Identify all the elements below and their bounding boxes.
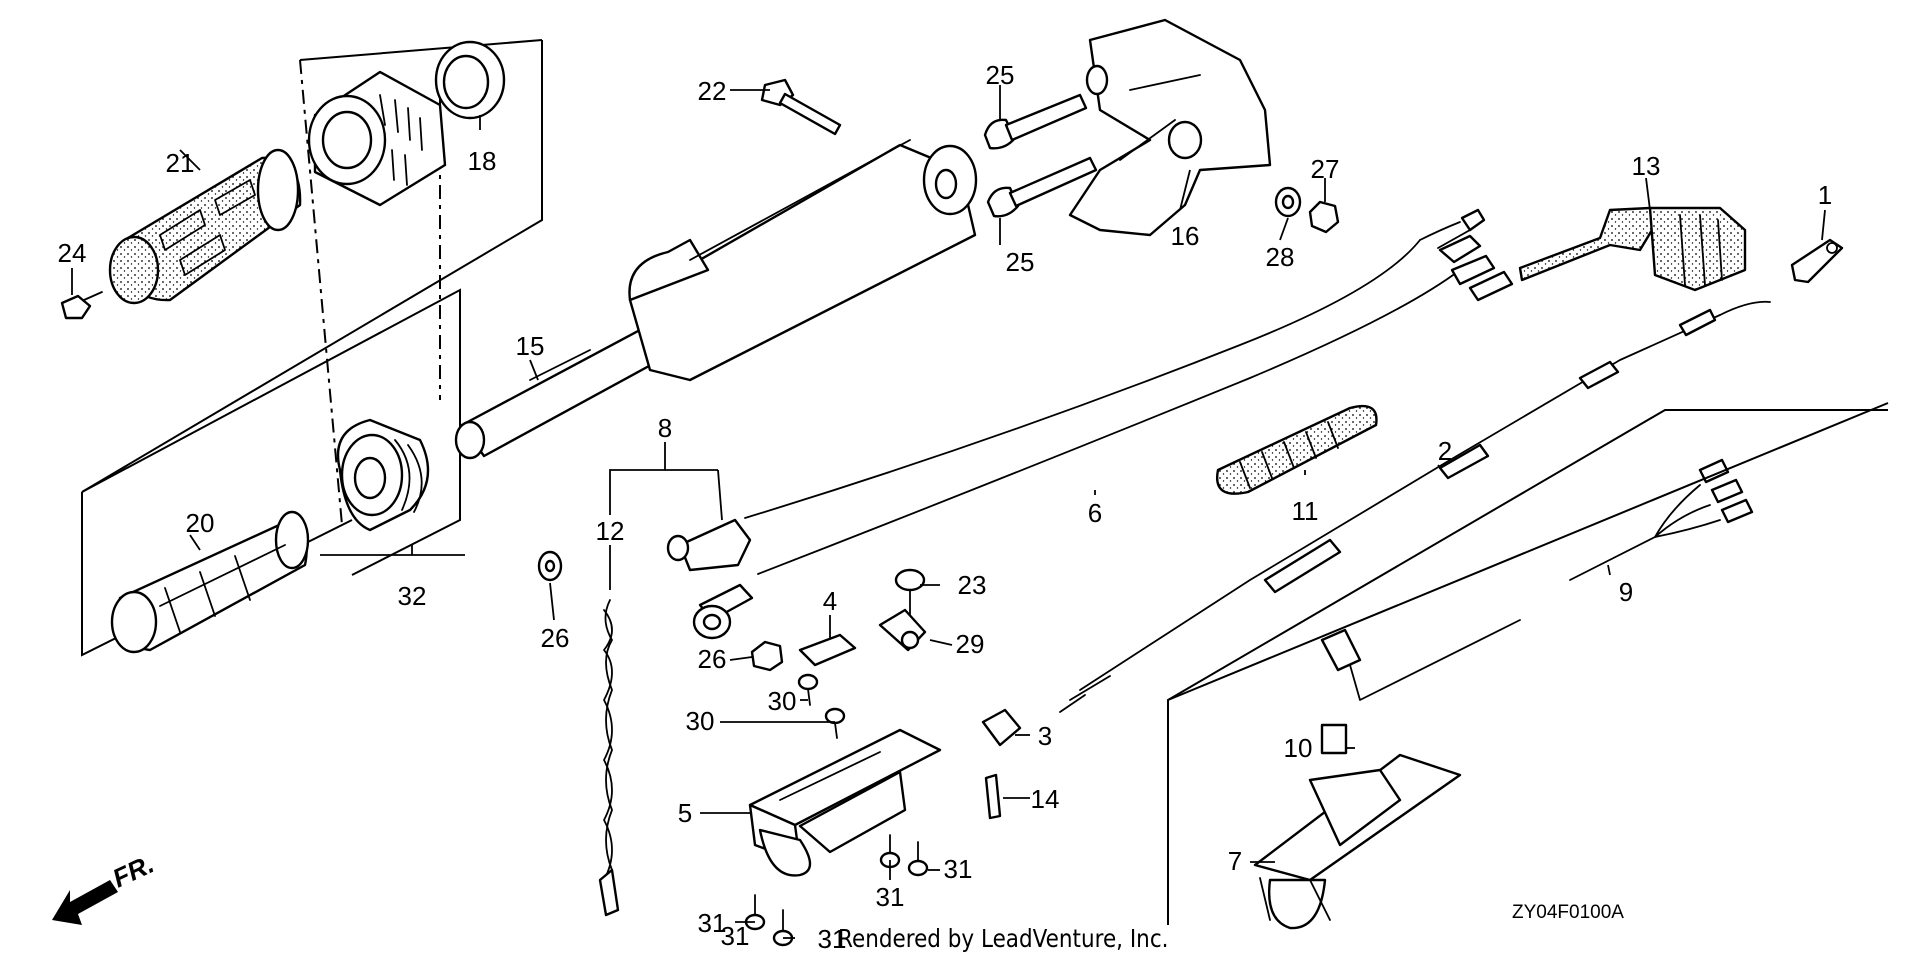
part-20-grip: [110, 510, 310, 654]
callout-30-upper: 30: [768, 686, 797, 716]
part-11-sleeve: [1215, 404, 1378, 495]
part-28-washer: [1274, 186, 1302, 218]
part-4-plate: [798, 633, 857, 667]
throttle-housing-sleeve: [307, 70, 447, 207]
callout-15: 15: [516, 331, 545, 361]
callout-29: 29: [956, 629, 985, 659]
callout-8: 8: [658, 413, 672, 443]
part-10-switch: [1320, 619, 1521, 755]
callout-11: 11: [1292, 496, 1319, 526]
part-16-bracket: [1068, 18, 1272, 237]
part-26-nut: [750, 640, 784, 672]
callout-7: 7: [1228, 846, 1242, 876]
leader-lines: [71, 85, 1826, 939]
callout-13: 13: [1632, 151, 1661, 181]
callout-26-left: 26: [541, 623, 570, 653]
callout-9: 9: [1619, 577, 1633, 607]
callout-1: 1: [1818, 180, 1832, 210]
callout-18: 18: [468, 146, 497, 176]
callout-4: 4: [823, 586, 837, 616]
direction-marker-label: FR.: [108, 849, 159, 894]
part-3-end: [981, 708, 1022, 747]
part-14-pin: [984, 773, 1002, 820]
diagram-code: ZY04F0100A: [1512, 902, 1624, 923]
part-13-boot: [1518, 206, 1747, 292]
callout-22: 22: [698, 76, 727, 106]
part-23-screw: [894, 568, 926, 616]
callout-25-bottom: 25: [1006, 247, 1035, 277]
callout-26-right: 26: [698, 644, 727, 674]
part-21-grip: [108, 148, 302, 305]
tiller-body: [628, 139, 978, 382]
part-12-lanyard: [598, 599, 620, 917]
part-2-cable: [1059, 300, 1771, 713]
callout-10: 10: [1284, 733, 1313, 763]
part-15-shaft: [454, 328, 662, 460]
callout-32: 32: [398, 581, 427, 611]
part-1-clip: [1790, 238, 1844, 284]
part-8-switch: [666, 518, 754, 640]
callout-14: 14: [1031, 784, 1060, 814]
callout-27: 27: [1311, 154, 1340, 184]
callout-25-top: 25: [986, 60, 1015, 90]
callout-24: 24: [58, 238, 87, 268]
section-frame: [1167, 402, 1889, 925]
render-credit: Rendered by LeadVenture, Inc.: [838, 924, 1169, 953]
callout-31-e: 31: [721, 921, 750, 951]
callout-3: 3: [1038, 721, 1052, 751]
part-25-bolts: [983, 93, 1098, 218]
callout-20: 20: [186, 508, 215, 538]
part-29-clamp: [878, 608, 927, 652]
callout-16: 16: [1171, 221, 1200, 251]
part-22-bolt: [760, 78, 842, 136]
part-18-ring: [434, 40, 506, 120]
front-direction-arrow-icon: FR.: [52, 849, 159, 925]
callout-6: 6: [1088, 498, 1102, 528]
part-27-nut: [1308, 200, 1340, 234]
callout-2: 2: [1438, 436, 1452, 466]
callout-30-lower: 30: [686, 706, 715, 736]
callout-31-b: 31: [876, 882, 905, 912]
callout-12: 12: [596, 516, 625, 546]
callout-23: 23: [958, 570, 987, 600]
part-30-screws: [797, 673, 846, 739]
callout-31-d: 31: [818, 924, 847, 954]
part-32-drum: [336, 418, 430, 532]
part-6-cables: [744, 208, 1514, 575]
callout-31-c: 31: [698, 908, 727, 938]
part-26-washer: [537, 550, 563, 582]
part-9-harness: [1569, 458, 1754, 581]
part-24-bolt: [60, 291, 103, 320]
callout-21: 21: [166, 148, 195, 178]
callout-labels: 1 2 3 4 5 6 7 8 9 10 11 12 13 14 15 16 1…: [58, 60, 1833, 954]
callout-28: 28: [1266, 242, 1295, 272]
callout-31-a: 31: [944, 854, 973, 884]
part-5-cover: [748, 728, 942, 877]
callout-5: 5: [678, 798, 692, 828]
part-7-cover: [1253, 753, 1462, 930]
